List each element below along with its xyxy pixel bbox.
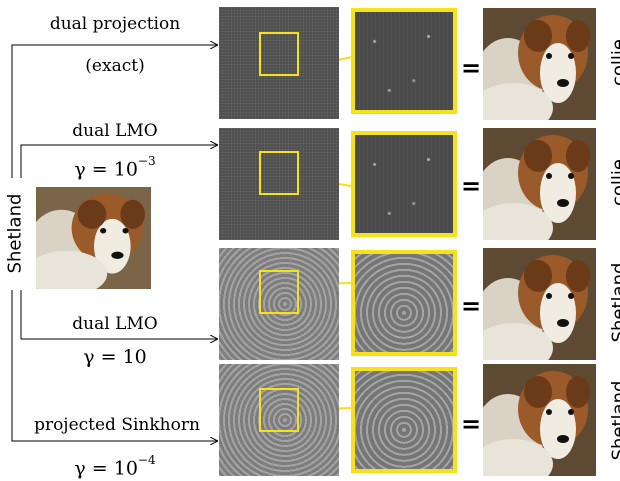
prediction-row-3: Shetland [608, 262, 620, 343]
arrow-row-3 [20, 290, 217, 339]
row-2-gamma: γ = 10 [74, 158, 138, 181]
row-3-param: γ = 10 [83, 346, 147, 368]
row-4-param: γ = 10−4 [25, 453, 205, 478]
zoom-region-row-2 [259, 151, 299, 195]
result-image-row-1 [483, 8, 596, 120]
row-2-param: γ = 10−3 [25, 154, 205, 179]
zoomed-row-1 [351, 8, 457, 114]
dog-photo-icon [483, 8, 596, 120]
row-2-method: dual LMO [72, 121, 158, 141]
perturbation-row-2 [219, 128, 339, 240]
dog-photo-icon [483, 248, 596, 360]
row-2-exp: −3 [137, 154, 156, 168]
zoom-region-row-3 [259, 270, 299, 314]
equals-row-4: = [461, 410, 482, 438]
source-label: Shetland [4, 193, 26, 274]
zoom-region-row-4 [259, 388, 299, 432]
prediction-row-1: collie [608, 39, 620, 86]
perturbation-row-3 [219, 248, 339, 360]
arrow-row-4 [11, 290, 217, 441]
equals-row-3: = [461, 292, 482, 320]
row-1-param: (exact) [85, 56, 145, 76]
arrow-row-2 [20, 145, 217, 178]
zoomed-row-3 [351, 250, 457, 356]
row-4-method: projected Sinkhorn [34, 415, 200, 435]
perturbation-row-1 [219, 7, 339, 119]
dog-photo-icon [483, 128, 596, 240]
dog-photo-icon [483, 364, 596, 476]
prediction-row-2: collie [608, 159, 620, 206]
row-4-gamma: γ = 10 [74, 457, 138, 480]
row-1-method: dual projection [49, 14, 181, 34]
zoom-region-row-1 [259, 32, 299, 76]
zoomed-row-4 [351, 367, 457, 473]
equals-row-2: = [461, 172, 482, 200]
equals-row-1: = [461, 54, 482, 82]
zoomed-row-2 [351, 131, 457, 237]
dog-photo-icon [36, 187, 151, 289]
arrow-row-1 [11, 45, 217, 178]
prediction-row-4: Shetland [608, 380, 620, 461]
result-image-row-4 [483, 364, 596, 476]
row-3-method: dual LMO [72, 314, 158, 334]
source-image [36, 187, 151, 289]
row-4-exp: −4 [137, 453, 156, 467]
result-image-row-3 [483, 248, 596, 360]
result-image-row-2 [483, 128, 596, 240]
perturbation-row-4 [219, 364, 339, 476]
